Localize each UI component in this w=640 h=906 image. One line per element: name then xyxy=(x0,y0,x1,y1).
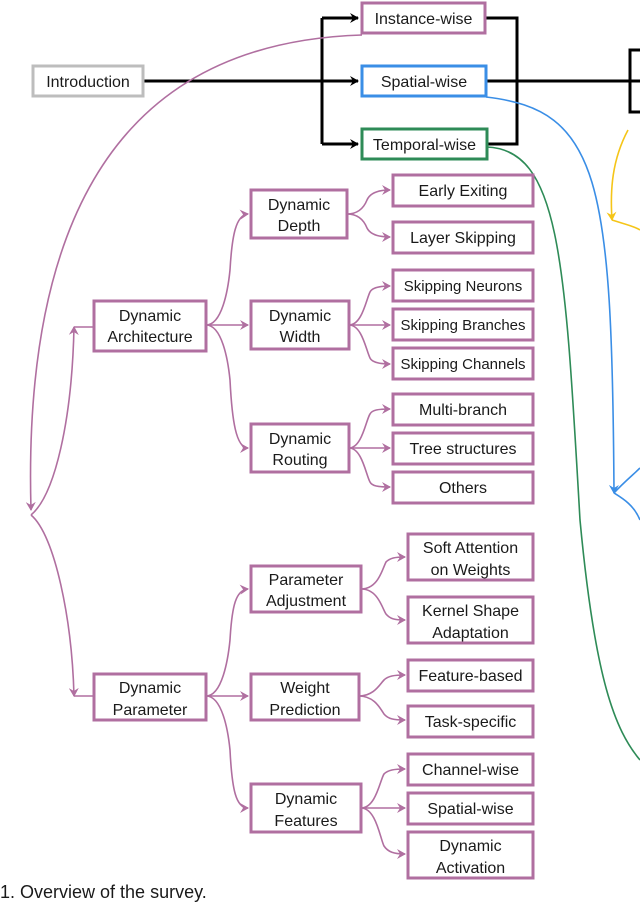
node-introduction: Introduction xyxy=(31,64,145,98)
svg-text:Skipping Channels: Skipping Channels xyxy=(400,356,525,373)
svg-text:Prediction: Prediction xyxy=(269,702,340,719)
node-channel-wise: Channel-wise xyxy=(406,752,535,787)
node-temporal-wise: Temporal-wise xyxy=(360,127,489,161)
curve-blue-right-up xyxy=(613,467,640,494)
svg-text:Skipping Branches: Skipping Branches xyxy=(400,317,525,334)
top-connectors xyxy=(143,13,640,149)
node-parameter-adjustment: Parameter Adjustment xyxy=(249,564,363,614)
svg-text:Parameter: Parameter xyxy=(113,702,188,719)
node-kernel-shape: Kernel Shape Adaptation xyxy=(406,595,535,645)
svg-text:Spatial-wise: Spatial-wise xyxy=(427,801,513,818)
svg-text:Multi-branch: Multi-branch xyxy=(419,402,507,419)
curve-yellow-right xyxy=(611,219,640,231)
svg-text:Instance-wise: Instance-wise xyxy=(375,11,473,28)
node-dynamic-width: Dynamic Width xyxy=(249,299,351,351)
node-spatial-wise: Spatial-wise xyxy=(360,64,488,98)
svg-text:on Weights: on Weights xyxy=(431,562,511,579)
svg-text:Feature-based: Feature-based xyxy=(418,668,522,685)
node-multi-branch: Multi-branch xyxy=(391,392,535,427)
svg-text:Dynamic: Dynamic xyxy=(119,308,181,325)
svg-text:Weight: Weight xyxy=(280,680,330,697)
svg-text:Width: Width xyxy=(280,329,321,346)
svg-text:Introduction: Introduction xyxy=(46,74,130,91)
node-dynamic-parameter: Dynamic Parameter xyxy=(92,672,208,722)
edge-offpage-box xyxy=(628,48,640,114)
svg-text:Task-specific: Task-specific xyxy=(425,714,517,731)
node-dynamic-routing: Dynamic Routing xyxy=(249,422,351,474)
node-skipping-neurons: Skipping Neurons xyxy=(391,268,535,303)
svg-text:Layer Skipping: Layer Skipping xyxy=(410,230,516,247)
node-spatial-wise-feature: Spatial-wise xyxy=(406,791,535,826)
curve-spatial-blue xyxy=(485,96,619,494)
svg-text:Skipping Neurons: Skipping Neurons xyxy=(404,278,522,295)
node-feature-based: Feature-based xyxy=(406,658,535,693)
svg-text:Tree structures: Tree structures xyxy=(410,441,517,458)
tree-connectors xyxy=(30,185,406,859)
node-dynamic-activation: Dynamic Activation xyxy=(406,830,535,880)
node-dynamic-features: Dynamic Features xyxy=(249,782,363,834)
svg-text:Activation: Activation xyxy=(436,860,505,877)
node-dynamic-architecture: Dynamic Architecture xyxy=(92,299,208,353)
node-skipping-channels: Skipping Channels xyxy=(391,346,535,381)
svg-text:Spatial-wise: Spatial-wise xyxy=(381,74,467,91)
node-instance-wise: Instance-wise xyxy=(360,1,487,35)
svg-text:Adjustment: Adjustment xyxy=(266,593,347,610)
svg-text:Kernel Shape: Kernel Shape xyxy=(422,603,519,620)
curve-blue-right xyxy=(613,492,640,521)
svg-text:Dynamic: Dynamic xyxy=(268,197,330,214)
svg-text:Early Exiting: Early Exiting xyxy=(419,183,508,200)
svg-text:Others: Others xyxy=(439,480,487,497)
figure-caption: 1. Overview of the survey. xyxy=(0,882,207,902)
svg-text:Dynamic: Dynamic xyxy=(119,680,181,697)
svg-text:Features: Features xyxy=(274,813,337,830)
node-dynamic-depth: Dynamic Depth xyxy=(249,188,349,240)
svg-text:Dynamic: Dynamic xyxy=(269,431,331,448)
svg-text:Architecture: Architecture xyxy=(107,329,192,346)
svg-text:Dynamic: Dynamic xyxy=(275,791,337,808)
svg-text:Routing: Routing xyxy=(272,452,327,469)
node-layer-skipping: Layer Skipping xyxy=(391,220,535,255)
node-tree-structures: Tree structures xyxy=(391,431,535,466)
svg-text:Soft Attention: Soft Attention xyxy=(423,540,518,557)
svg-text:Depth: Depth xyxy=(278,218,321,235)
svg-text:Temporal-wise: Temporal-wise xyxy=(373,137,476,154)
node-skipping-branches: Skipping Branches xyxy=(391,307,535,342)
node-soft-attention: Soft Attention on Weights xyxy=(406,532,535,582)
svg-text:Dynamic: Dynamic xyxy=(269,308,331,325)
curve-yellow-down xyxy=(606,129,629,221)
node-task-specific: Task-specific xyxy=(406,704,535,739)
node-others: Others xyxy=(391,470,535,505)
svg-text:Adaptation: Adaptation xyxy=(432,625,509,642)
svg-text:Channel-wise: Channel-wise xyxy=(422,762,519,779)
node-weight-prediction: Weight Prediction xyxy=(249,672,361,722)
svg-text:Dynamic: Dynamic xyxy=(439,838,501,855)
node-early-exiting: Early Exiting xyxy=(391,173,535,208)
curve-instance-to-overview xyxy=(25,34,363,511)
svg-text:Parameter: Parameter xyxy=(269,572,344,589)
